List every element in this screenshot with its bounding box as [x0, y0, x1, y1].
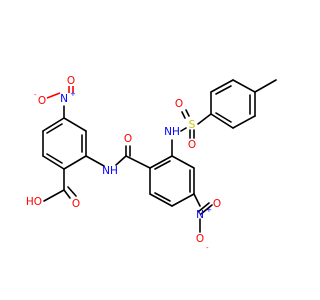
nitro-o-bottom-label: O [196, 233, 204, 245]
double-bond-c-o [67, 186, 77, 197]
nitro-o-bottom-charge: - [206, 244, 209, 252]
bond-methyl [254, 79, 277, 93]
bond-co-ring [125, 155, 151, 169]
bond-s-ring [197, 113, 212, 125]
bond-c-n-nitro [193, 193, 201, 207]
nitro-n-charge: + [70, 90, 76, 98]
bond [149, 193, 173, 207]
bond [149, 155, 173, 169]
bond-c-oh [43, 189, 65, 202]
sulfonyl-o-bottom-label: O [188, 139, 196, 151]
bond [232, 115, 256, 129]
bond-nh-co [115, 155, 127, 166]
acid-oh-label: HO [26, 196, 42, 208]
double-bond-inner [46, 123, 63, 134]
nitro-o-left-charge: - [34, 91, 37, 99]
nitro-o-right-label: O [213, 198, 221, 210]
nitro-group-bottom: N + O O - [196, 198, 221, 252]
bond-nh-s [180, 127, 187, 132]
acid-o-label: O [72, 198, 80, 210]
nitro-n-label: N [196, 209, 204, 221]
double-bond-inner [154, 160, 171, 170]
bond [210, 79, 234, 93]
bond-c-o [63, 189, 71, 199]
bond-n-o-minus [46, 92, 61, 99]
sulfur-label: S [189, 119, 196, 131]
double-bond-inner [46, 153, 63, 164]
bond-c-nh [85, 155, 105, 167]
bond [210, 113, 234, 129]
molecule-canvas: N + O O - O NH NH S O O HO O N + O O - [25, 75, 277, 252]
double-bond-s-o [185, 109, 190, 117]
nitro-group-left: N + O O - [34, 75, 76, 107]
bond [171, 193, 195, 207]
structure-diagram: N + O O - O NH NH S O O HO O N + O O - [26, 75, 277, 252]
bond [232, 79, 256, 93]
double-bond-n-o [197, 202, 210, 213]
bond-n-o [200, 204, 213, 215]
double-bond-inner [215, 112, 232, 123]
bond-s-o [181, 111, 186, 119]
sulfonyl-o-left-label: O [175, 98, 183, 110]
bond [63, 117, 87, 132]
nitro-n-label: N [60, 93, 68, 105]
amide-nh-label: NH [102, 165, 118, 177]
nitro-o-top-label: O [67, 75, 75, 87]
double-bond-inner [215, 85, 232, 95]
bond [42, 155, 65, 170]
nitro-o-left-label: O [38, 95, 46, 107]
bond [171, 155, 195, 169]
bonds [42, 79, 277, 233]
amide-o-label: O [124, 133, 132, 145]
nitro-n-charge: + [206, 206, 212, 214]
sulfonamide-nh-label: NH [164, 126, 180, 138]
bond [63, 155, 87, 170]
double-bond-inner [154, 192, 171, 202]
bond [42, 117, 65, 132]
